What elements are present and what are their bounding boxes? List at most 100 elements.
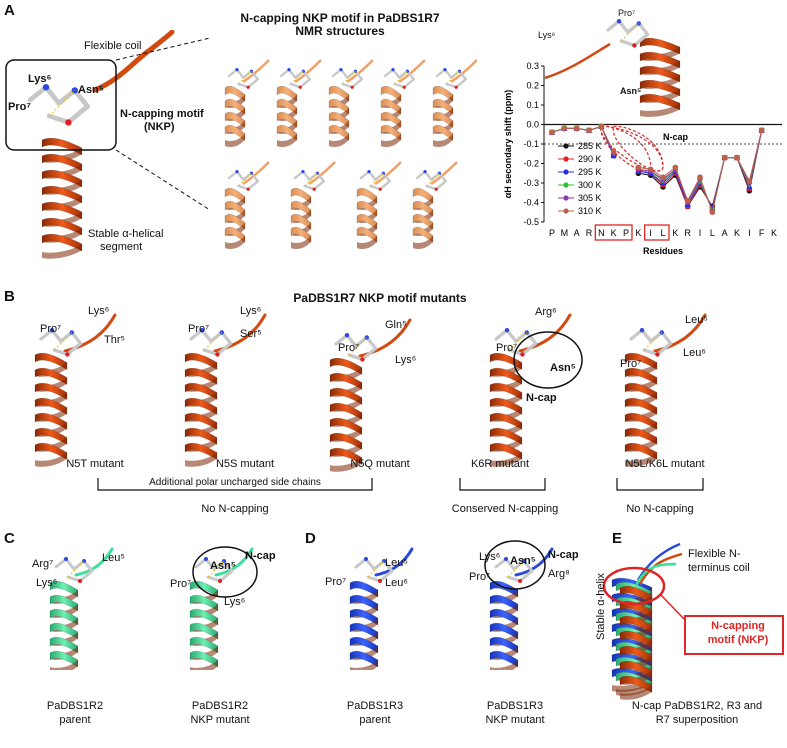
side-chain-bond [227, 68, 239, 78]
side-chain-bond [341, 82, 354, 89]
peptide-helix-turn [189, 608, 219, 626]
oxygen-atom [78, 579, 82, 583]
mutant-helix-turn [184, 427, 218, 445]
oxygen-atom [350, 85, 354, 89]
n5q-pro7-label: Pro⁷ [338, 342, 360, 354]
side-chain-bond [354, 70, 364, 81]
nkp-link-ellipse-2 [612, 125, 664, 172]
peptide-helix-turn [49, 580, 79, 598]
main-helix-turn [41, 137, 83, 156]
side-chain-bond [301, 170, 311, 181]
side-chain-bond [655, 341, 673, 357]
nmr-helix-turn [290, 187, 312, 204]
bracket-no-ncap [616, 478, 704, 491]
side-chain-bond [415, 170, 427, 180]
group3-label: No N-capping [626, 503, 694, 515]
helix-back-turn [277, 133, 297, 147]
side-chain-bond [189, 328, 204, 341]
panel-b-title: PaDBS1R7 NKP motif mutants [293, 291, 467, 305]
side-chain-bond [218, 569, 234, 583]
legend-label: 305 K [578, 193, 602, 203]
side-chain-bond [303, 184, 316, 191]
side-chain-bond [287, 68, 297, 79]
x-tick-label: P [623, 228, 629, 238]
mutant-helix-turn [329, 447, 363, 465]
inset-helix-turn [639, 65, 681, 83]
superposed-helices [611, 542, 683, 700]
ncap-highlight-box [5, 59, 117, 151]
side-chain-bond [391, 68, 401, 79]
panel-letter-d: D [305, 530, 316, 547]
mutant-helix-turn [624, 367, 658, 385]
side-chain-bond [504, 557, 516, 571]
nmr-helix-turn [276, 85, 298, 102]
nmr-coil [242, 161, 270, 186]
peptide-helix-turn [189, 636, 219, 654]
data-point-310K [660, 174, 666, 180]
legend-label: 310 K [578, 206, 602, 216]
nitrogen-atom [339, 68, 343, 72]
nitrogen-atom [49, 328, 55, 333]
oxygen-atom [246, 85, 250, 89]
side-chain-bond [200, 328, 213, 343]
helix-back-turn [291, 235, 311, 249]
side-chain-bond [293, 170, 305, 180]
helix-back-turn [42, 244, 82, 259]
peptide-helix [489, 547, 554, 670]
data-point-310K [758, 127, 765, 134]
group1-label: No N-capping [201, 503, 269, 515]
c-cap2b: NKP mutant [190, 714, 250, 726]
nmr-helix-turn [328, 98, 350, 115]
side-chain-bond [250, 70, 259, 81]
e-cap1: N-cap PaDBS1R2, R3 and [631, 700, 763, 712]
hbond-dashed [426, 172, 440, 187]
helix-back-turn [50, 660, 78, 670]
x-tick-label: I [748, 228, 751, 238]
peptide-helix-turn [49, 650, 79, 668]
panel-letter-a: A [4, 2, 15, 19]
k6r-arg6-label: Arg⁶ [535, 306, 557, 318]
d-ncap-circle [484, 540, 546, 590]
side-chain-bond [505, 328, 518, 343]
n5q-lys6-label: Lys⁶ [395, 354, 417, 366]
ncap-annotation: N-cap [663, 132, 689, 142]
nmr-helix-turn [380, 124, 402, 141]
helix-back-turn [225, 133, 245, 147]
bracket-conserved [459, 478, 546, 491]
nmr-structure [412, 161, 458, 249]
d-leu6-label: Leu⁶ [385, 577, 408, 589]
mutant-helix-turn [489, 412, 523, 430]
c-leu5-label: Leu⁵ [102, 552, 125, 564]
n5t-pro7-label: Pro⁷ [40, 323, 62, 335]
nitrogen-atom [504, 328, 510, 333]
helix-back-turn [490, 660, 518, 670]
side-chain-bond [235, 68, 245, 79]
oxygen-atom [520, 352, 525, 357]
nitrogen-atom [367, 170, 371, 174]
c-cap1a: PaDBS1R2 [46, 700, 104, 712]
mutant-helix-turn [184, 352, 218, 370]
side-chain-bond [78, 569, 94, 583]
nmr-coil [374, 161, 402, 186]
e-cap2: R7 superposition [655, 714, 739, 726]
n5l-caption: N5L/K6L mutant [625, 458, 705, 470]
nmr-coil [346, 59, 374, 84]
nmr-helix-turn [412, 200, 434, 217]
helix-back-turn [329, 133, 349, 147]
mutant-helix [489, 313, 572, 467]
nkp-link-ellipse-1 [600, 125, 652, 172]
d-cap1a: PaDBS1R3 [346, 700, 404, 712]
legend-marker [563, 182, 569, 188]
side-chain-bond [434, 179, 448, 191]
side-chain-bond [629, 328, 644, 341]
peptide-helix-turn [489, 594, 519, 612]
side-chain-bond [423, 170, 433, 181]
x-tick-label: K [635, 228, 641, 238]
oxygen-atom [454, 85, 458, 89]
inset-helix-turn [639, 37, 681, 55]
hbond-dashed [394, 70, 408, 85]
k6r-pro7-label: Pro⁷ [496, 342, 518, 354]
mutant-helix-turn [329, 432, 363, 450]
nmr-helix-turn [276, 124, 298, 141]
helix-back-turn [330, 457, 362, 472]
